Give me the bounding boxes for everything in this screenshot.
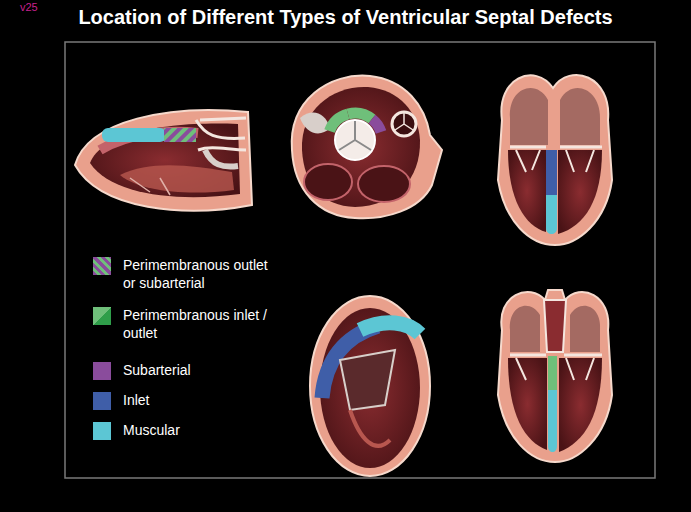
- title: Location of Different Types of Ventricul…: [0, 6, 691, 29]
- legend-swatch: [93, 362, 111, 380]
- legend-text: Perimembranous inlet / outlet: [123, 306, 273, 342]
- legend-text: Perimembranous outlet or subarterial: [123, 256, 273, 292]
- five-chamber-view: [498, 290, 612, 462]
- version-label: v25: [20, 1, 38, 13]
- legend-swatch: [93, 257, 111, 275]
- legend-swatch: [93, 392, 111, 410]
- long-axis-view: [75, 110, 252, 211]
- short-axis-view: [292, 76, 442, 219]
- legend-text: Muscular: [123, 421, 273, 439]
- legend-swatch: [93, 307, 111, 325]
- short-axis-apical-view: [310, 296, 430, 476]
- four-chamber-view: [498, 75, 612, 245]
- panel: [65, 42, 655, 478]
- legend-text: Inlet: [123, 391, 273, 409]
- legend-text: Subarterial: [123, 361, 273, 379]
- legend-swatch: [93, 422, 111, 440]
